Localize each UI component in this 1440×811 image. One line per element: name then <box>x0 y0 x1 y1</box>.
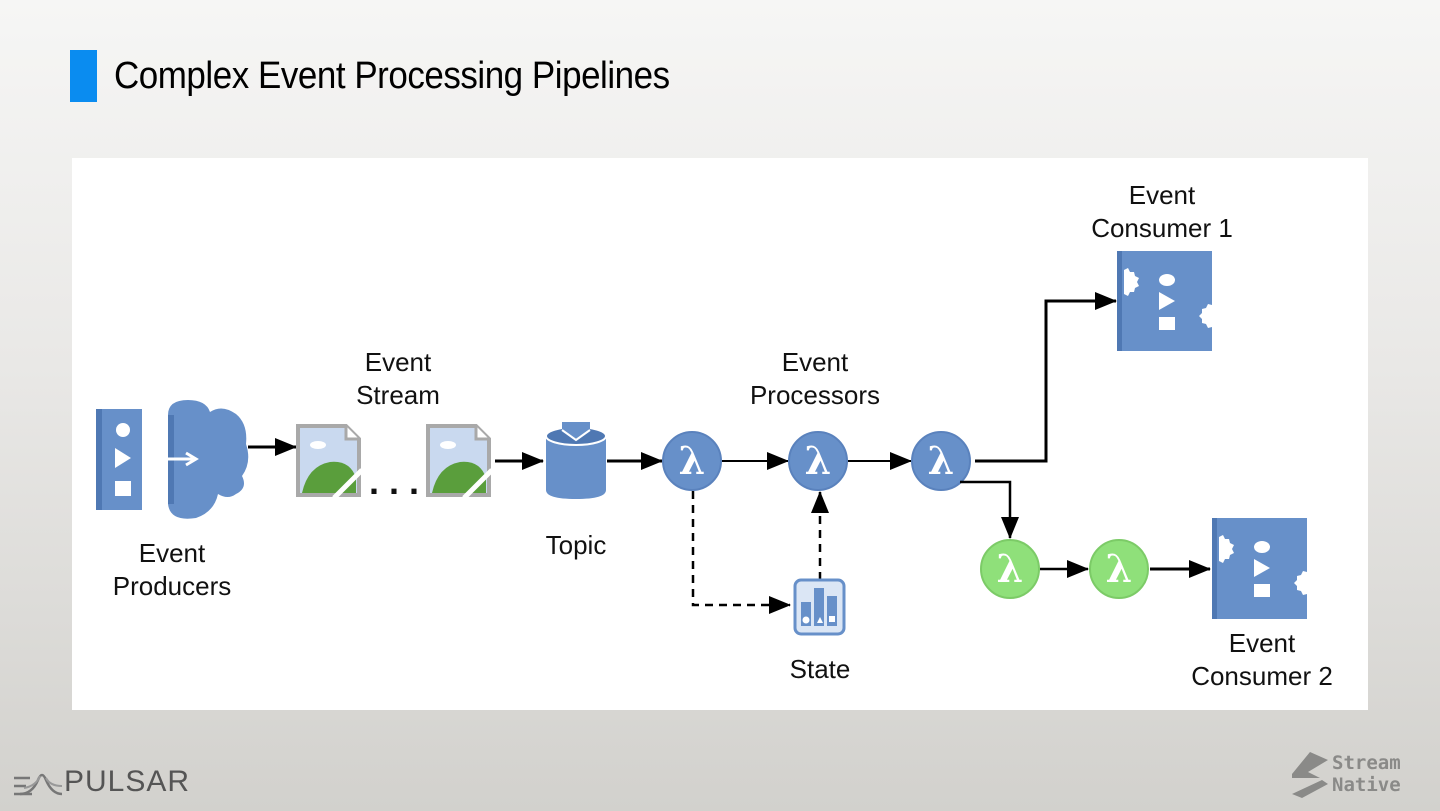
lambda-icon: λ <box>997 546 1024 591</box>
dashed-arrow-processor1-to-state <box>691 491 791 614</box>
event-consumer-icon <box>1212 518 1307 619</box>
streamnative-text-line2: Native <box>1332 774 1401 796</box>
topic-bucket-icon <box>545 422 607 499</box>
streamnative-mark-icon <box>1292 752 1328 798</box>
pulsar-logo: PULSAR <box>12 760 190 804</box>
pulsar-logo-text: PULSAR <box>64 765 191 798</box>
state-label: State <box>790 654 851 684</box>
pulsar-wave-icon <box>14 773 62 796</box>
state-chart-icon <box>793 578 846 636</box>
processor-node-2: λ <box>788 431 848 491</box>
stream-label-line1: Event <box>365 347 432 377</box>
arrow-processor3-to-green-processor1 <box>960 480 1019 539</box>
lambda-icon: λ <box>805 438 832 483</box>
arrow-processor3-to-consumer1 <box>975 292 1117 463</box>
streamnative-text-line1: Stream <box>1332 752 1401 774</box>
title-accent-bar <box>70 50 97 102</box>
consumer2-label-line1: Event <box>1229 628 1296 658</box>
consumer1-label-line1: Event <box>1129 180 1196 210</box>
green-processor-node-1: λ <box>980 539 1040 599</box>
broken-image-icon <box>426 424 494 500</box>
lambda-icon: λ <box>928 438 955 483</box>
processor-node-3: λ <box>911 431 971 491</box>
event-consumer-icon <box>1117 251 1212 351</box>
producers-label-line2: Producers <box>113 571 232 601</box>
processor-node-1: λ <box>662 431 722 491</box>
stream-label-line2: Stream <box>356 380 440 410</box>
lambda-icon: λ <box>1106 546 1133 591</box>
processors-label-line2: Processors <box>750 380 880 410</box>
slide-title: Complex Event Processing Pipelines <box>114 55 670 97</box>
event-producer-cloud-icon <box>96 400 249 519</box>
consumer2-label-line2: Consumer 2 <box>1191 661 1333 691</box>
consumer1-label-line2: Consumer 1 <box>1091 213 1233 243</box>
diagram-panel <box>72 158 1368 710</box>
broken-image-icon <box>296 424 364 500</box>
topic-label: Topic <box>546 530 607 560</box>
green-processor-node-2: λ <box>1089 539 1149 599</box>
streamnative-logo: Stream Native <box>1288 750 1401 798</box>
processors-label-line1: Event <box>782 347 849 377</box>
producers-label-line1: Event <box>139 538 206 568</box>
lambda-icon: λ <box>679 438 706 483</box>
stream-ellipsis: . . . <box>369 461 419 502</box>
